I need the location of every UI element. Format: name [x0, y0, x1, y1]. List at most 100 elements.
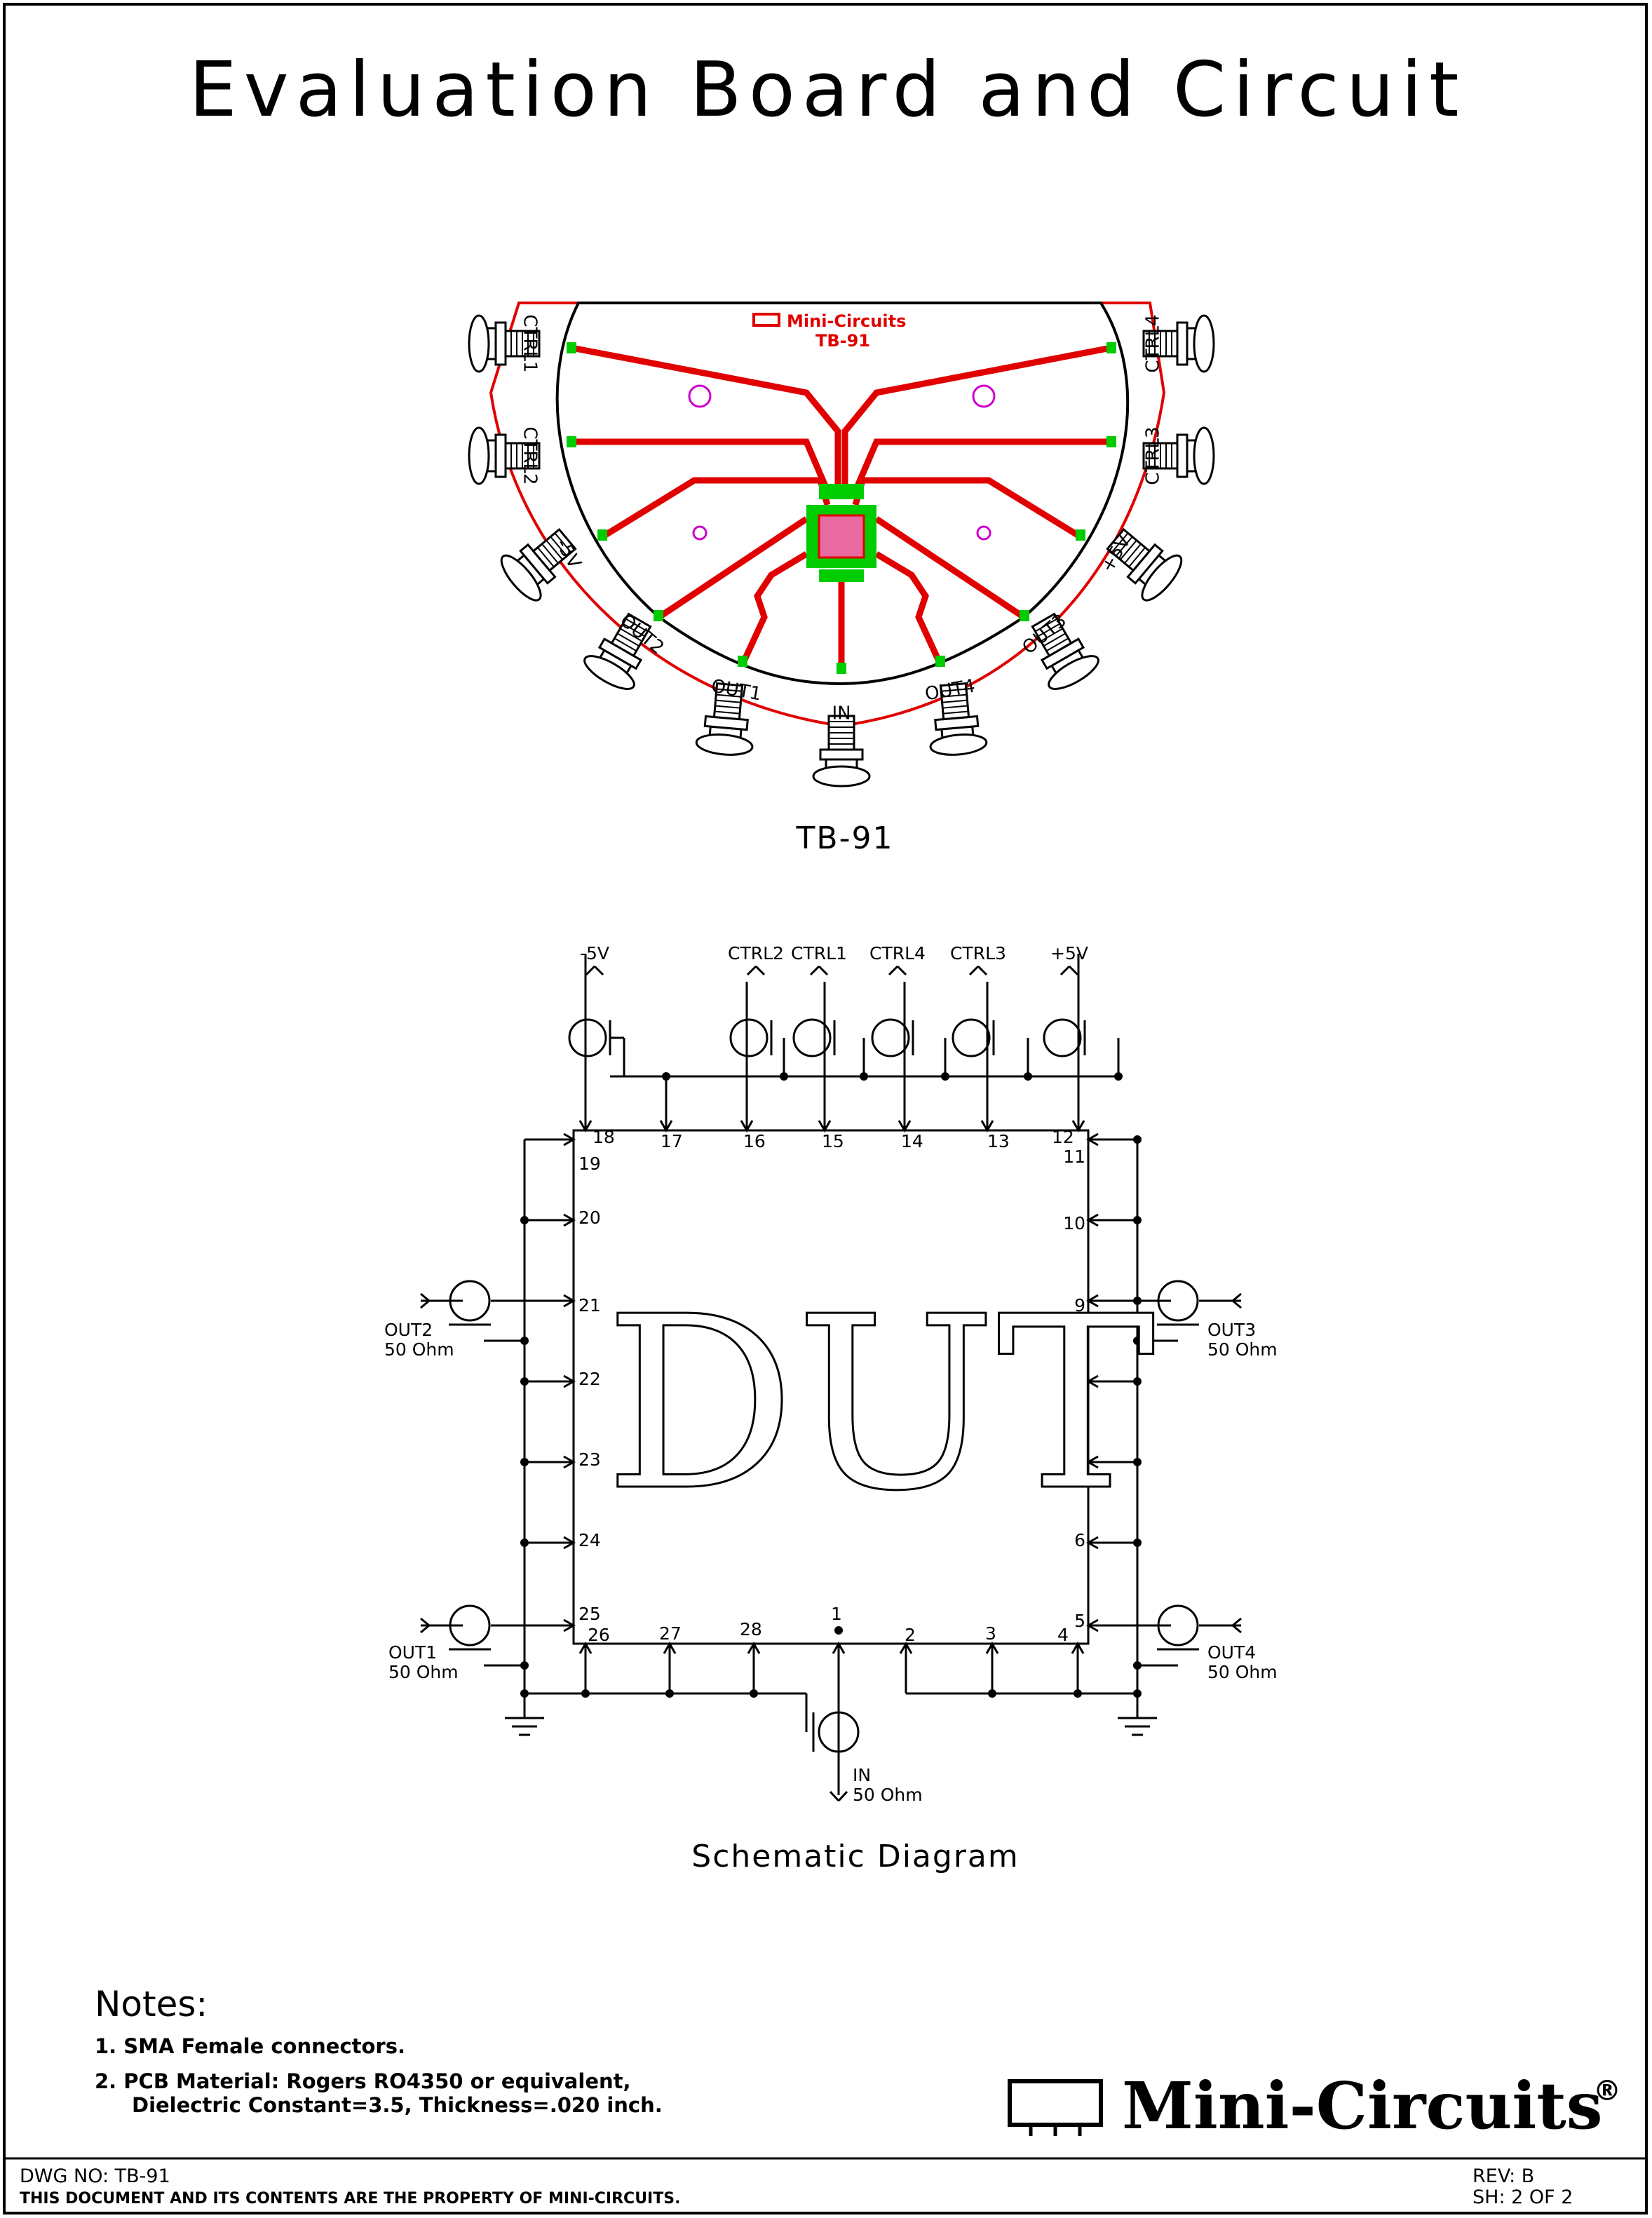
- top-connector-label: CTRL4: [869, 943, 926, 963]
- sma-connector: [1031, 612, 1099, 690]
- pin-number: 19: [578, 1154, 601, 1174]
- connector-label: CTRL4: [1143, 314, 1164, 372]
- port-in-impedance: 50 Ohm: [853, 1785, 923, 1805]
- port-out3-name: OUT3: [1207, 1320, 1256, 1340]
- junction-dot: [520, 1689, 529, 1698]
- junction-dot: [780, 1072, 788, 1081]
- pin-number: 12: [1052, 1127, 1074, 1147]
- port-out1-name: OUT1: [388, 1642, 437, 1663]
- dut-label: DUT: [604, 1266, 1157, 1543]
- logo-text: Mini-Circuits: [1122, 2068, 1603, 2144]
- chip-body: [818, 514, 865, 559]
- pad-strip: [819, 569, 864, 582]
- top-connector: -5V: [568, 943, 611, 1057]
- pin-number: 5: [1074, 1611, 1085, 1631]
- top-connector: CTRL2: [728, 943, 784, 1057]
- top-connector: CTRL3: [950, 943, 1006, 1057]
- pin-number: 24: [578, 1530, 601, 1550]
- connector-label: CTRL2: [520, 426, 541, 485]
- connector-label: CTRL1: [520, 314, 541, 372]
- pin-number: 22: [578, 1369, 601, 1389]
- top-connector: +5V: [1043, 943, 1088, 1057]
- sma-connector: [812, 715, 871, 787]
- port-out4-name: OUT4: [1207, 1642, 1256, 1663]
- junction-dot: [1133, 1377, 1142, 1386]
- schematic-caption: Schematic Diagram: [691, 1839, 1019, 1874]
- sma-connector: [583, 612, 652, 690]
- junction-dot: [1133, 1337, 1142, 1345]
- junction-dot: [520, 1337, 529, 1345]
- notes-heading: Notes:: [95, 1984, 208, 2024]
- pin-number: 13: [987, 1131, 1010, 1151]
- drawing-number: DWG NO: TB-91: [20, 2165, 170, 2187]
- pcb-board: Mini-Circuits TB-91 CTRL1CTRL2-5VOUT2OUT…: [468, 302, 1215, 787]
- junction-dot: [665, 1689, 674, 1698]
- junction-dot: [581, 1689, 590, 1698]
- junction-dot: [860, 1072, 868, 1081]
- junction-dot: [1114, 1072, 1123, 1081]
- property-statement: THIS DOCUMENT AND ITS CONTENTS ARE THE P…: [20, 2190, 680, 2207]
- connector-label: OUT4: [923, 675, 977, 705]
- junction-dot: [1133, 1689, 1142, 1698]
- pin-number: 9: [1074, 1295, 1085, 1316]
- pin-number: 23: [578, 1449, 601, 1470]
- top-connector-label: +5V: [1050, 943, 1088, 963]
- edge-pads: [567, 342, 1116, 674]
- port-out1-impedance: 50 Ohm: [388, 1662, 459, 1682]
- top-connector-label: CTRL1: [791, 943, 847, 963]
- revision: REV: B: [1472, 2165, 1534, 2187]
- pin-number: 6: [1074, 1530, 1085, 1550]
- junction-dot: [520, 1377, 529, 1386]
- top-connector-label: -5V: [580, 943, 609, 963]
- port-out2-impedance: 50 Ohm: [384, 1339, 454, 1360]
- sma-connectors: CTRL1CTRL2-5VOUT2OUT1INOUT4OUT3+5VCTRL3C…: [468, 314, 1215, 787]
- pin-number: 11: [1063, 1147, 1085, 1167]
- pin-number: 26: [588, 1625, 610, 1645]
- junction-dot: [1133, 1539, 1142, 1547]
- junction-dot: [834, 1626, 843, 1635]
- pin-number: 16: [743, 1131, 766, 1151]
- pin-number: 8: [1074, 1369, 1085, 1389]
- pin-number: 2: [905, 1625, 916, 1645]
- schematic: [421, 954, 1241, 1795]
- junction-dot: [1133, 1458, 1142, 1466]
- input-connector: [812, 1711, 860, 1802]
- junction-dot: [520, 1661, 529, 1670]
- junction-dot: [1133, 1135, 1142, 1144]
- pin-number: 1: [831, 1604, 842, 1624]
- junction-dot: [1024, 1072, 1032, 1081]
- top-connector-label: CTRL2: [728, 943, 784, 963]
- pin-number: 20: [578, 1208, 601, 1228]
- sma-connector: [468, 426, 541, 485]
- sheet-number: SH: 2 OF 2: [1472, 2186, 1573, 2208]
- junction-dot: [520, 1539, 529, 1547]
- junction-dot: [941, 1072, 949, 1081]
- pad-strip: [819, 484, 864, 499]
- port-connector: [449, 1604, 491, 1651]
- board-caption: TB-91: [796, 820, 894, 856]
- sma-connector: [500, 527, 577, 602]
- connector-label: IN: [832, 703, 851, 724]
- port-connector: [1157, 1604, 1199, 1651]
- rf-traces: [567, 344, 1116, 673]
- mount-hole: [692, 525, 707, 541]
- junction-dot: [1133, 1661, 1142, 1670]
- sma-connector: [929, 682, 988, 756]
- top-connector-label: CTRL3: [950, 943, 1006, 963]
- top-connector: CTRL1: [791, 943, 847, 1057]
- port-out3-impedance: 50 Ohm: [1207, 1339, 1278, 1360]
- note-item-1: 1. SMA Female connectors.: [95, 2034, 405, 2058]
- junction-dot: [662, 1072, 670, 1081]
- junction-dot: [988, 1689, 996, 1698]
- junction-dot: [1133, 1216, 1142, 1224]
- pin-number: 21: [578, 1295, 601, 1316]
- port-in-name: IN: [853, 1765, 871, 1785]
- junction-dot: [1074, 1689, 1082, 1698]
- note-item-2-cont: Dielectric Constant=3.5, Thickness=.020 …: [132, 2093, 663, 2117]
- junction-dot: [750, 1689, 758, 1698]
- port-out2-name: OUT2: [384, 1320, 433, 1340]
- pin-number: 17: [661, 1131, 683, 1151]
- board-logo-icon: [752, 313, 780, 327]
- pin-number: 7: [1074, 1449, 1085, 1470]
